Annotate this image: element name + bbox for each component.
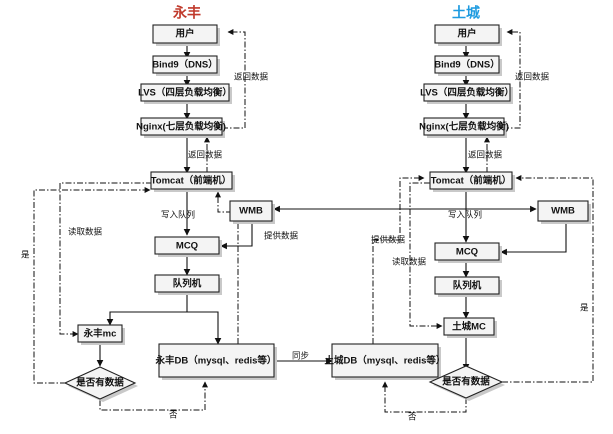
node-decision-left: 是否有数据 — [63, 366, 138, 402]
svg-text:Nginx(七层负载均衡): Nginx(七层负载均衡) — [419, 121, 509, 133]
label-return-data-left-2: 返回数据 — [188, 149, 223, 159]
svg-text:永丰mc: 永丰mc — [83, 328, 117, 340]
label-no-right: 否 — [408, 411, 417, 421]
label-write-queue-right: 写入队列 — [448, 209, 482, 219]
node-lvs-right: LVS（四层负载均衡） — [420, 83, 514, 104]
edge-provide-data-right — [372, 175, 425, 344]
svg-text:土城DB（mysql、redis等）: 土城DB（mysql、redis等） — [325, 355, 446, 367]
label-return-data-right-1: 返回数据 — [515, 71, 550, 81]
node-db-right: 土城DB（mysql、redis等） — [325, 343, 446, 380]
svg-text:WMB: WMB — [239, 206, 263, 217]
label-provide-data-left: 提供数据 — [264, 230, 299, 240]
node-queue-left: 队列机 — [154, 274, 222, 295]
node-wmb-right: WMB — [537, 200, 591, 224]
svg-text:Bind9（DNS）: Bind9（DNS） — [434, 59, 499, 71]
node-decision-right: 是否有数据 — [428, 365, 505, 401]
edge-return-nginx-user-left — [222, 29, 246, 129]
edge-no-right — [382, 381, 467, 413]
svg-text:Tomcat（前端机）: Tomcat（前端机） — [151, 175, 232, 187]
edge-yes-right — [502, 175, 594, 383]
label-provide-data-right: 提供数据 — [371, 234, 406, 244]
node-user-left: 用户 — [152, 24, 220, 46]
node-mc-right: 土城MC — [443, 317, 497, 338]
node-nginx-right: Nginx(七层负载均衡) — [419, 117, 509, 138]
edge-provide-data-left — [215, 191, 239, 344]
label-yes-left: 是 — [21, 249, 30, 259]
edge-no-left — [99, 381, 208, 411]
node-queue-right: 队列机 — [434, 276, 502, 297]
edge-queue-mc-left — [106, 293, 188, 326]
label-sync: 同步 — [292, 350, 309, 360]
node-wmb-left: WMB — [229, 200, 275, 224]
node-mcq-right: MCQ — [434, 242, 502, 263]
svg-text:土城MC: 土城MC — [452, 321, 486, 333]
node-user-right: 用户 — [434, 24, 502, 46]
svg-text:LVS（四层负载均衡）: LVS（四层负载均衡） — [138, 87, 232, 99]
node-db-left: 永丰DB（mysql、redis等） — [155, 343, 277, 380]
node-mcq-left: MCQ — [154, 236, 222, 257]
node-dns-right: Bind9（DNS） — [434, 55, 502, 76]
svg-text:WMB: WMB — [551, 206, 575, 217]
edge-read-data-left — [59, 182, 152, 337]
label-return-data-right-2: 返回数据 — [468, 149, 503, 159]
svg-text:Bind9（DNS）: Bind9（DNS） — [152, 59, 217, 71]
svg-text:队列机: 队列机 — [453, 280, 482, 292]
svg-text:是否有数据: 是否有数据 — [441, 376, 490, 388]
label-write-queue-left: 写入队列 — [161, 209, 195, 219]
label-yes-right: 是 — [580, 302, 589, 312]
edge-wmb-mcq-left — [220, 223, 253, 250]
right-site-title: 土城 — [452, 5, 480, 21]
svg-text:MCQ: MCQ — [176, 241, 198, 252]
svg-text:用户: 用户 — [174, 28, 194, 40]
svg-text:Tomcat（前端机）: Tomcat（前端机） — [431, 175, 512, 187]
node-mc-left: 永丰mc — [77, 324, 125, 345]
left-site-title: 永丰 — [172, 5, 201, 21]
node-lvs-left: LVS（四层负载均衡） — [138, 83, 232, 104]
svg-text:用户: 用户 — [456, 28, 476, 40]
node-dns-left: Bind9（DNS） — [152, 55, 220, 76]
svg-text:MCQ: MCQ — [456, 247, 478, 258]
edge-return-nginx-user-right — [503, 29, 521, 129]
svg-text:队列机: 队列机 — [173, 278, 202, 290]
node-nginx-left: Nginx(七层负载均衡) — [136, 117, 226, 138]
edge-wmb-mcq-right — [500, 223, 567, 256]
label-no-left: 否 — [169, 409, 178, 419]
label-read-data-left: 读取数据 — [68, 226, 103, 236]
svg-text:永丰DB（mysql、redis等）: 永丰DB（mysql、redis等） — [155, 355, 277, 367]
edge-queue-db-left — [187, 311, 222, 345]
node-tomcat-left: Tomcat（前端机） — [150, 171, 235, 192]
svg-text:Nginx(七层负载均衡): Nginx(七层负载均衡) — [136, 121, 226, 133]
node-tomcat-right: Tomcat（前端机） — [429, 171, 515, 192]
edge-yes-left — [33, 187, 151, 384]
svg-text:是否有数据: 是否有数据 — [75, 377, 124, 389]
svg-text:LVS（四层负载均衡）: LVS（四层负载均衡） — [420, 87, 514, 99]
label-return-data-left-1: 返回数据 — [234, 71, 269, 81]
label-read-data-right: 读取数据 — [392, 256, 427, 266]
